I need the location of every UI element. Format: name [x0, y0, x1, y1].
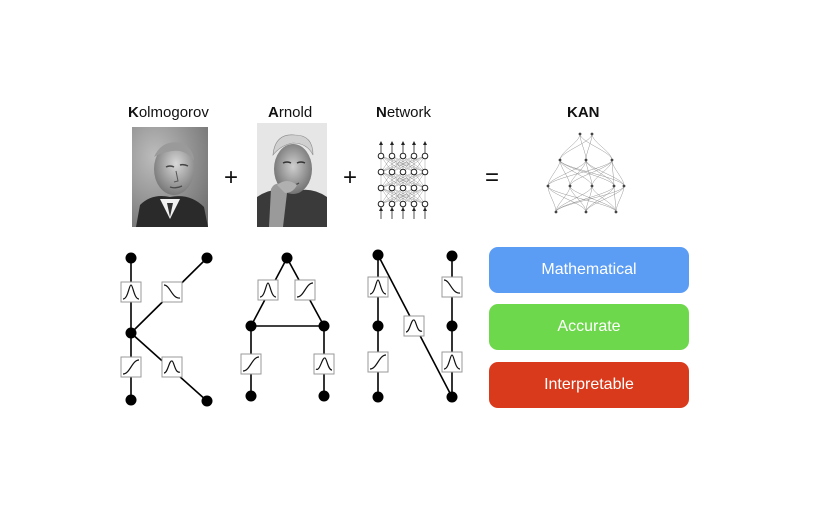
kan-node — [610, 158, 614, 162]
mlp-node — [399, 168, 407, 176]
node — [201, 252, 213, 264]
activation-box — [313, 353, 335, 375]
node — [318, 320, 330, 332]
header-arnold-initial: A — [268, 104, 279, 121]
interpretable-badge: Interpretable — [489, 362, 689, 408]
mlp-node — [399, 184, 407, 192]
plus-operator-2: + — [343, 164, 358, 191]
kan-node — [590, 184, 594, 188]
node — [372, 391, 384, 403]
mlp-node — [377, 184, 385, 192]
kan-node — [622, 184, 626, 188]
node — [318, 390, 330, 402]
mlp-node — [377, 152, 385, 160]
mlp-node — [410, 152, 418, 160]
kan-node — [546, 184, 550, 188]
arnold-photo — [257, 123, 327, 227]
mlp-node — [388, 200, 396, 208]
mlp-node — [421, 200, 429, 208]
header-network-initial: N — [376, 104, 387, 121]
kan-node — [554, 210, 558, 214]
node — [446, 320, 458, 332]
header-kolmogorov-rest: olmogorov — [138, 104, 209, 121]
equals-operator: = — [485, 164, 500, 191]
node — [372, 320, 384, 332]
activation-curve — [315, 357, 333, 371]
activation-curve — [443, 279, 461, 294]
node — [281, 252, 293, 264]
mlp-node — [388, 168, 396, 176]
node — [125, 252, 137, 264]
mlp-node — [410, 168, 418, 176]
mlp-node — [410, 184, 418, 192]
kolmogorov-photo — [132, 127, 208, 227]
node — [201, 395, 213, 407]
activation-curve — [259, 282, 277, 298]
activation-curve — [163, 284, 181, 299]
kan-node — [558, 158, 562, 162]
mathematical-badge: Mathematical — [489, 247, 689, 293]
node — [446, 250, 458, 262]
mlp-node — [377, 200, 385, 208]
node — [372, 249, 384, 261]
kan-node — [584, 158, 588, 162]
mlp-node — [421, 152, 429, 160]
mlp-node — [421, 168, 429, 176]
header-arnold: Arnold — [268, 104, 312, 121]
activation-curve — [405, 319, 423, 333]
activation-box — [403, 315, 425, 337]
activation-curve — [369, 279, 387, 295]
kan-node — [584, 210, 588, 214]
header-kan: KAN — [567, 104, 600, 121]
node — [125, 394, 137, 406]
activation-curve — [296, 282, 314, 298]
mlp-node — [410, 200, 418, 208]
mlp-node — [377, 168, 385, 176]
node — [446, 391, 458, 403]
activation-box — [161, 356, 183, 378]
header-network: Network — [376, 104, 431, 121]
plus-operator-1: + — [224, 164, 239, 191]
node — [245, 320, 257, 332]
header-kolmogorov-initial: K — [128, 104, 139, 121]
mlp-network-icon — [377, 141, 429, 219]
mlp-node — [388, 152, 396, 160]
activation-curve — [242, 356, 260, 372]
node — [245, 390, 257, 402]
kan-node — [614, 210, 618, 214]
accurate-badge: Accurate — [489, 304, 689, 350]
header-kolmogorov: Kolmogorov — [128, 104, 209, 121]
node — [125, 327, 137, 339]
kan-node — [612, 184, 616, 188]
activation-curve — [122, 359, 140, 375]
kan-network-icon — [546, 132, 626, 214]
kan-node — [568, 184, 572, 188]
mlp-node — [399, 152, 407, 160]
kan-node — [590, 132, 594, 136]
activation-curve — [122, 284, 140, 300]
mlp-node — [421, 184, 429, 192]
header-arnold-rest: rnold — [278, 104, 313, 121]
activation-curve — [443, 354, 461, 370]
activation-curve — [369, 354, 387, 370]
kan-node — [578, 132, 582, 136]
mlp-node — [399, 200, 407, 208]
mlp-node — [388, 184, 396, 192]
activation-curve — [163, 360, 181, 374]
header-network-rest: etwork — [386, 104, 432, 121]
